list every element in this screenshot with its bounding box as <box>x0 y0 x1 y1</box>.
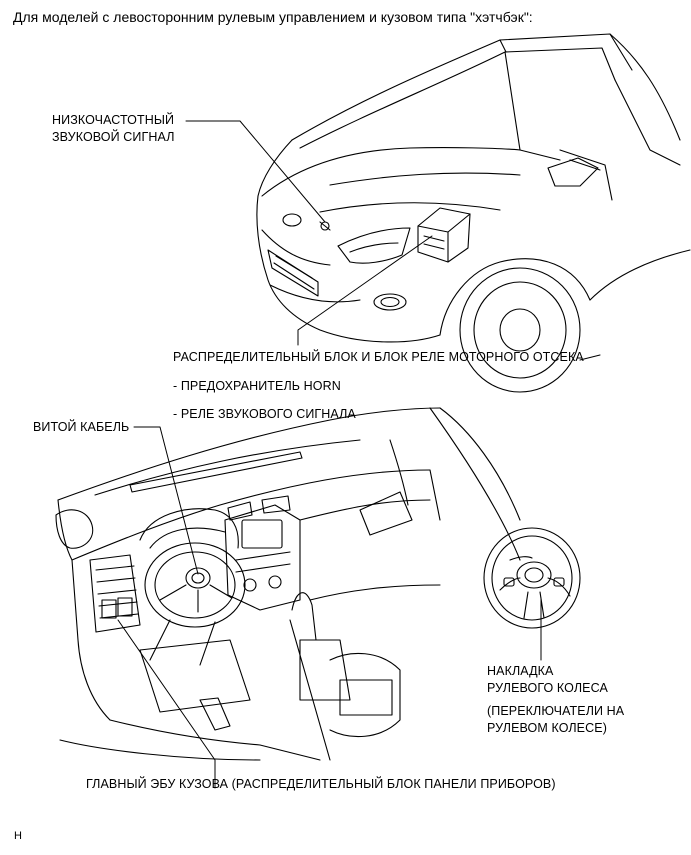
steering-pad-label-line-2: РУЛЕВОГО КОЛЕСА <box>487 681 608 695</box>
steering-switches-label: (ПЕРЕКЛЮЧАТЕЛИ НА РУЛЕВОМ КОЛЕСЕ) <box>487 703 624 737</box>
engine-relay-block-label: РАСПРЕДЕЛИТЕЛЬНЫЙ БЛОК И БЛОК РЕЛЕ МОТОР… <box>173 350 584 364</box>
horn-relay-label: - РЕЛЕ ЗВУКОВОГО СИГНАЛА <box>173 407 356 421</box>
page-title: Для моделей с левосторонним рулевым упра… <box>13 9 533 25</box>
steering-pad-label: НАКЛАДКА РУЛЕВОГО КОЛЕСА <box>487 663 608 697</box>
main-body-ecu-label: ГЛАВНЫЙ ЭБУ КУЗОВА (РАСПРЕДЕЛИТЕЛЬНЫЙ БЛ… <box>86 777 556 791</box>
low-horn-label-line-1: НИЗКОЧАСТОТНЫЙ <box>52 113 175 127</box>
steering-switches-label-line-2: РУЛЕВОМ КОЛЕСЕ) <box>487 721 607 735</box>
dashboard-drawing <box>55 407 521 761</box>
corner-mark: H <box>14 830 23 842</box>
car-drawing <box>256 33 691 393</box>
low-horn-label: НИЗКОЧАСТОТНЫЙ ЗВУКОВОЙ СИГНАЛ <box>52 112 175 146</box>
low-horn-label-line-2: ЗВУКОВОЙ СИГНАЛ <box>52 130 175 144</box>
steering-pad-label-line-1: НАКЛАДКА <box>487 664 554 678</box>
inset-steering-wheel-drawing <box>483 527 581 629</box>
spiral-cable-label: ВИТОЙ КАБЕЛЬ <box>33 420 130 434</box>
leader-lines <box>117 120 542 789</box>
steering-switches-label-line-1: (ПЕРЕКЛЮЧАТЕЛИ НА <box>487 704 625 718</box>
horn-fuse-label: - ПРЕДОХРАНИТЕЛЬ HORN <box>173 379 341 393</box>
